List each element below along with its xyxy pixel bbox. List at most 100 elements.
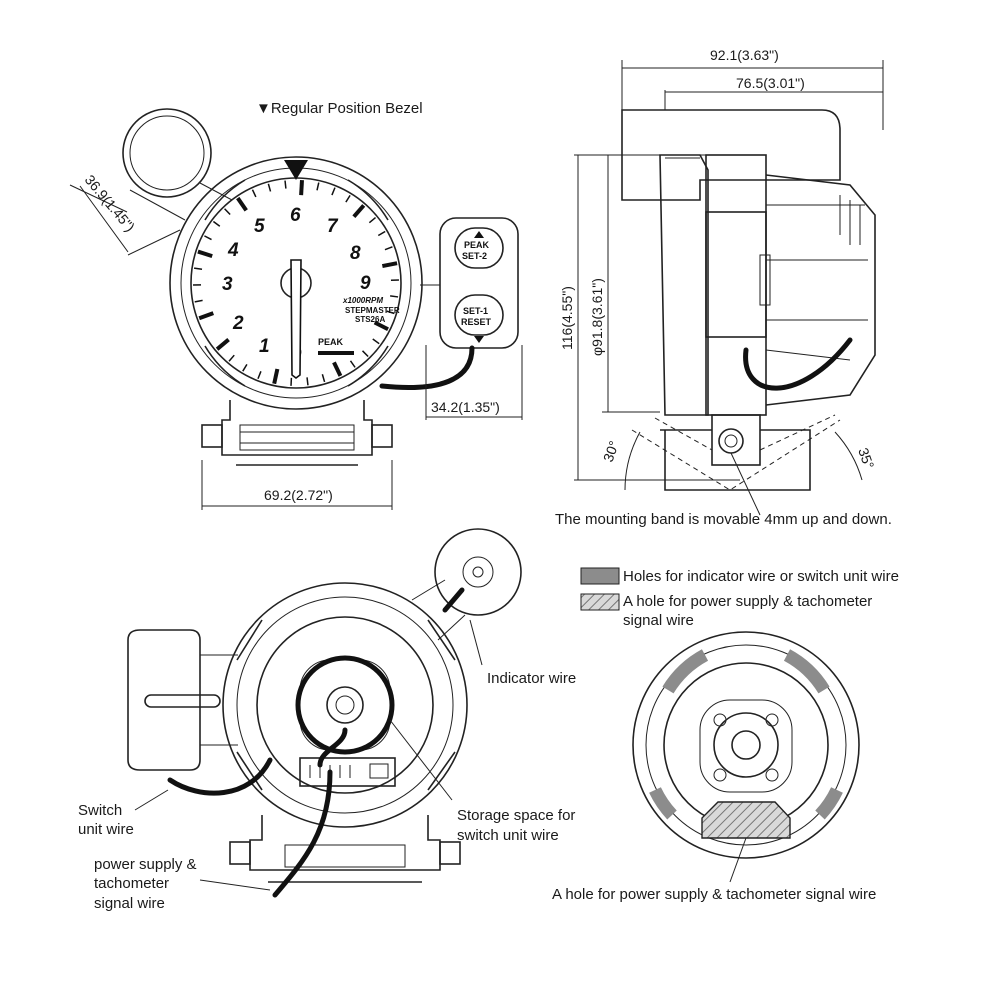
dial-tick <box>272 368 280 385</box>
dial-tick <box>306 377 309 386</box>
legend-power-swatch <box>580 593 620 611</box>
side-mount <box>711 414 761 466</box>
dial-tick <box>224 208 231 216</box>
legend-power-label-2: signal wire <box>623 612 694 629</box>
switch-btn-peak-set2 <box>454 227 504 269</box>
switch-unit <box>439 217 519 349</box>
dial-number-8: 8 <box>350 243 361 264</box>
dial-tick <box>204 235 212 241</box>
front-view: 0 1 2 3 4 5 6 7 8 9 x1000RPM STEPMASTER … <box>69 100 523 510</box>
outer-bezel <box>169 156 423 410</box>
indicator-hole-1 <box>662 649 709 694</box>
dial-tick <box>349 360 356 368</box>
dim-body-depth: 76.5(3.01") <box>736 75 805 91</box>
dial-tick <box>299 180 304 196</box>
rear-switch-unit <box>127 629 201 771</box>
dial-tick <box>284 180 287 189</box>
label-power-3: signal wire <box>94 895 165 912</box>
label-storage-1: Storage space for <box>457 807 575 824</box>
stored-switch-wire <box>295 655 395 755</box>
switch-btn-peak-label: PEAK <box>464 240 490 250</box>
dial-tick <box>215 338 230 351</box>
dim-body-dia: φ91.8(3.61") <box>589 278 605 356</box>
side-visor <box>621 109 841 201</box>
hole-view-body <box>632 631 860 859</box>
bezel-position-marker <box>284 160 308 180</box>
legend-holes-label: Holes for indicator wire or switch unit … <box>623 568 899 585</box>
rear-body <box>222 582 468 828</box>
dial-tick <box>390 295 399 298</box>
legend-power-label-1: A hole for power supply & tachometer <box>623 593 872 610</box>
dial-tick <box>251 189 257 198</box>
label-storage-2: switch unit wire <box>457 827 559 844</box>
side-housing <box>705 154 767 416</box>
dim-width-front: 69.2(2.72") <box>264 487 333 503</box>
dim-indicator-dia: 36.9(1.45") <box>82 172 138 235</box>
rear-connector <box>299 757 396 787</box>
indicator-hole-2 <box>783 649 830 694</box>
dial-tick <box>267 183 272 192</box>
dial-ticks <box>193 180 399 386</box>
dial-number-6: 6 <box>290 205 301 226</box>
legend-holes-swatch <box>580 567 620 585</box>
dial-tick <box>352 204 366 219</box>
dial-tick <box>316 182 320 191</box>
rear-indicator-lamp <box>434 528 522 616</box>
dial-tick <box>373 320 389 332</box>
dial-number-4: 4 <box>227 240 239 261</box>
front-stand <box>221 400 373 456</box>
dial-tick <box>332 361 343 377</box>
rear-stand <box>249 815 441 871</box>
dim-angle-left: 30° <box>600 439 622 464</box>
peak-indicator-lamp <box>122 108 212 198</box>
side-view: 92.1(3.63") 76.5(3.01") 30° 35° 116(4.55… <box>555 47 892 528</box>
dial-number-1: 1 <box>259 336 270 357</box>
dial-tick <box>377 230 386 237</box>
hole-view: A hole for power supply & tachometer sig… <box>552 631 876 903</box>
dial-tick <box>331 187 336 196</box>
dial-tick <box>345 194 351 203</box>
dial-tick <box>384 246 393 251</box>
dial-number-5: 5 <box>254 216 265 237</box>
dim-switch-offset: 34.2(1.35") <box>431 399 500 415</box>
label-mounting: The mounting band is movable 4mm up and … <box>555 511 892 528</box>
unit-label: x1000RPM <box>342 296 383 305</box>
dial-tick <box>257 371 262 379</box>
dim-angle-right: 35° <box>855 446 877 471</box>
dial-tick <box>361 350 369 358</box>
model-label: STS26A <box>355 315 385 324</box>
dial-number-2: 2 <box>232 313 244 334</box>
label-switch-1: Switch <box>78 802 122 819</box>
dial-number-3: 3 <box>222 274 233 295</box>
dial-tick <box>381 261 398 269</box>
dial-number-9: 9 <box>360 273 371 294</box>
indicator-hole-4 <box>815 787 843 820</box>
dial-tick <box>368 216 377 224</box>
dial-tick <box>228 354 235 362</box>
label-switch-2: unit wire <box>78 821 134 838</box>
side-rear-cap <box>765 174 876 406</box>
dial-number-7: 7 <box>327 216 339 237</box>
peak-label: PEAK <box>318 337 344 347</box>
dial-tick <box>212 220 221 227</box>
dial-tick <box>197 249 213 259</box>
switch-btn-set1-label: SET-1 <box>463 306 488 316</box>
dim-height: 116(4.55") <box>559 286 575 350</box>
switch-btn-reset-label: RESET <box>461 317 492 327</box>
label-bezel: ▼Regular Position Bezel <box>256 100 423 117</box>
brand-label: STEPMASTER <box>345 306 400 315</box>
dial-tick <box>236 196 248 212</box>
dial-tick <box>321 374 326 383</box>
dial-tick <box>242 363 248 372</box>
rear-view: Indicator wire Storage space for switch … <box>78 528 576 912</box>
indicator-hole-3 <box>649 787 677 820</box>
dial-tick <box>194 299 203 303</box>
power-hole <box>701 801 791 839</box>
label-bottom-hole: A hole for power supply & tachometer sig… <box>552 886 876 903</box>
label-power-2: tachometer <box>94 875 169 892</box>
switch-btn-set1-reset <box>454 294 504 336</box>
dial-tick <box>198 311 214 321</box>
dial-tick <box>386 310 395 315</box>
label-power-1: power supply & <box>94 856 197 873</box>
